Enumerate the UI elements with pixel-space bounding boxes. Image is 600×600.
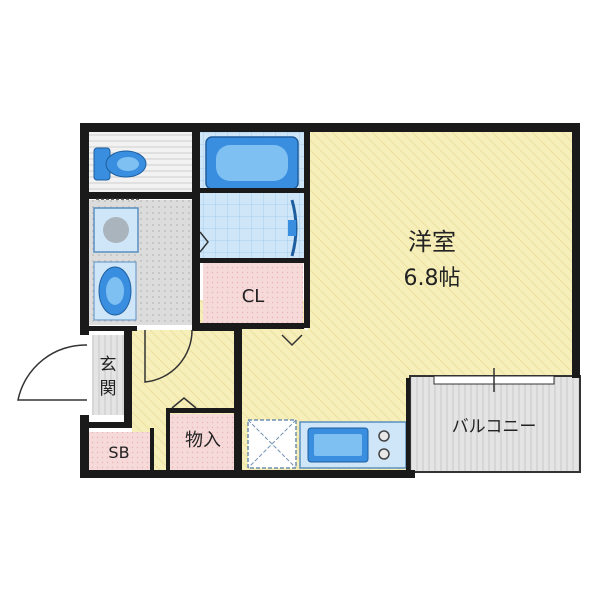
entrance-label-1: 玄: [100, 355, 117, 375]
entrance: [92, 335, 124, 415]
stove-burner: [378, 430, 390, 442]
doors: [17, 198, 303, 409]
bath-door: [199, 231, 209, 253]
storage-door-mark: [171, 397, 197, 409]
balcony: [409, 368, 581, 473]
stove-burner: [378, 448, 390, 460]
wash-area: [87, 200, 195, 325]
bathroom: [200, 132, 304, 260]
shoe-box: [87, 432, 152, 470]
walls: [80, 123, 580, 478]
balcony-label: バルコニー: [452, 417, 537, 437]
western-room-name: 洋室: [408, 228, 456, 256]
storage-label: 物入: [185, 430, 221, 451]
shoe-box-label: SB: [108, 443, 129, 462]
kitchen: [247, 419, 407, 469]
closet-door-mark: [281, 334, 303, 347]
closet: [203, 262, 303, 324]
closet-label: CL: [242, 286, 265, 307]
hall-door: [144, 329, 193, 383]
entrance-door: [17, 344, 88, 401]
storage: [170, 414, 236, 470]
entrance-label-2: 関: [100, 379, 117, 399]
western-room: [240, 128, 576, 470]
western-room-size: 6.8帖: [404, 266, 461, 291]
toilet-room: [87, 132, 192, 194]
